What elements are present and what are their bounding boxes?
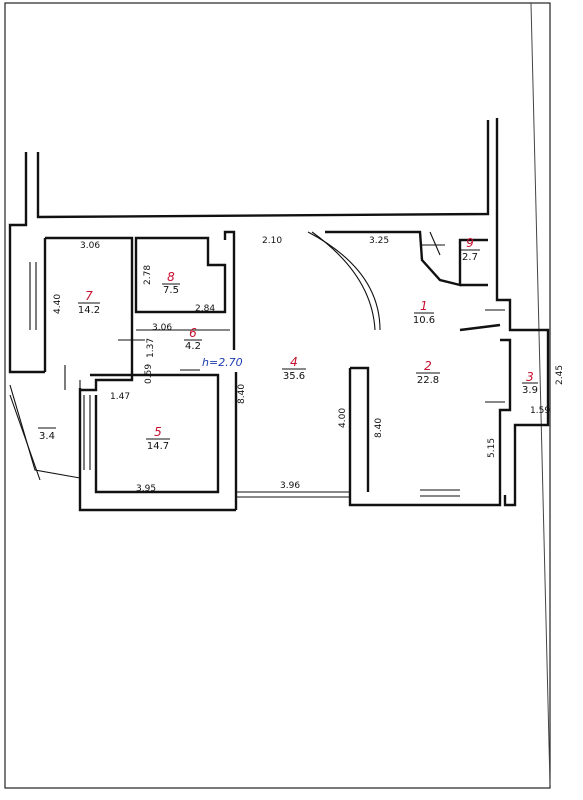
room-label-8: 8 7.5 [162,270,180,296]
room-area: 3.9 [522,385,538,396]
dim-1-59: 1.59 [530,406,550,416]
dim-3-06-mid: 3.06 [152,323,172,333]
room-number: 3 [526,370,534,384]
room-number: 5 [154,425,162,439]
dim-8-40-left: 8.40 [237,384,247,404]
room-area: 4.2 [185,341,201,352]
room-label-2: 2 22.8 [416,359,440,386]
interior-walls [29,230,512,495]
dim-2-84: 2.84 [195,304,215,314]
page-border [4,2,551,789]
page-border-right [530,2,551,786]
room-label-5: 5 14.7 [146,425,170,452]
room-number: 9 [466,236,474,250]
room-label-9: 9 2.7 [460,236,480,263]
balcony-label: 3.4 [38,427,56,442]
room-label-3: 3 3.9 [522,370,538,396]
dim-0-59: 0.59 [144,364,154,384]
dim-3-95: 3.95 [136,484,156,494]
dim-4-40-left: 4.40 [53,294,63,314]
ceiling-height-note: h=2.70 [202,356,243,369]
room-area: 35.6 [283,371,305,382]
room-area: 10.6 [413,315,435,326]
balcony-area: 3.4 [39,431,55,442]
dim-3-06-top: 3.06 [80,241,100,251]
dimension-labels: 3.06 4.40 2.78 2.84 3.06 1.37 0.59 1.47 … [53,236,565,494]
room-number: 7 [85,289,93,303]
dim-3-96: 3.96 [280,481,300,491]
dim-2-78: 2.78 [143,265,153,285]
dim-8-40-right: 8.40 [374,418,384,438]
room-area: 2.7 [462,252,478,263]
dim-3-25: 3.25 [369,236,389,246]
room-area: 22.8 [417,375,439,386]
dim-5-15: 5.15 [487,438,497,458]
room-area: 7.5 [163,285,179,296]
room-number: 2 [424,359,432,373]
room-number: 8 [167,270,175,284]
dim-1-47: 1.47 [110,392,130,402]
room-label-1: 1 10.6 [413,299,435,326]
dim-2-45: 2.45 [555,365,565,385]
room-number: 1 [420,299,428,313]
room-label-4: 4 35.6 [282,355,306,382]
dim-1-37: 1.37 [146,338,156,358]
room-label-6: 6 4.2 [184,326,202,352]
exterior-walls [8,118,550,512]
room-area: 14.2 [78,305,100,316]
room-number: 4 [290,355,298,369]
room-number: 6 [189,326,197,340]
room-label-7: 7 14.2 [78,289,100,316]
dim-4-00: 4.00 [338,408,348,428]
dim-2-10: 2.10 [262,236,282,246]
room-area: 14.7 [147,441,169,452]
